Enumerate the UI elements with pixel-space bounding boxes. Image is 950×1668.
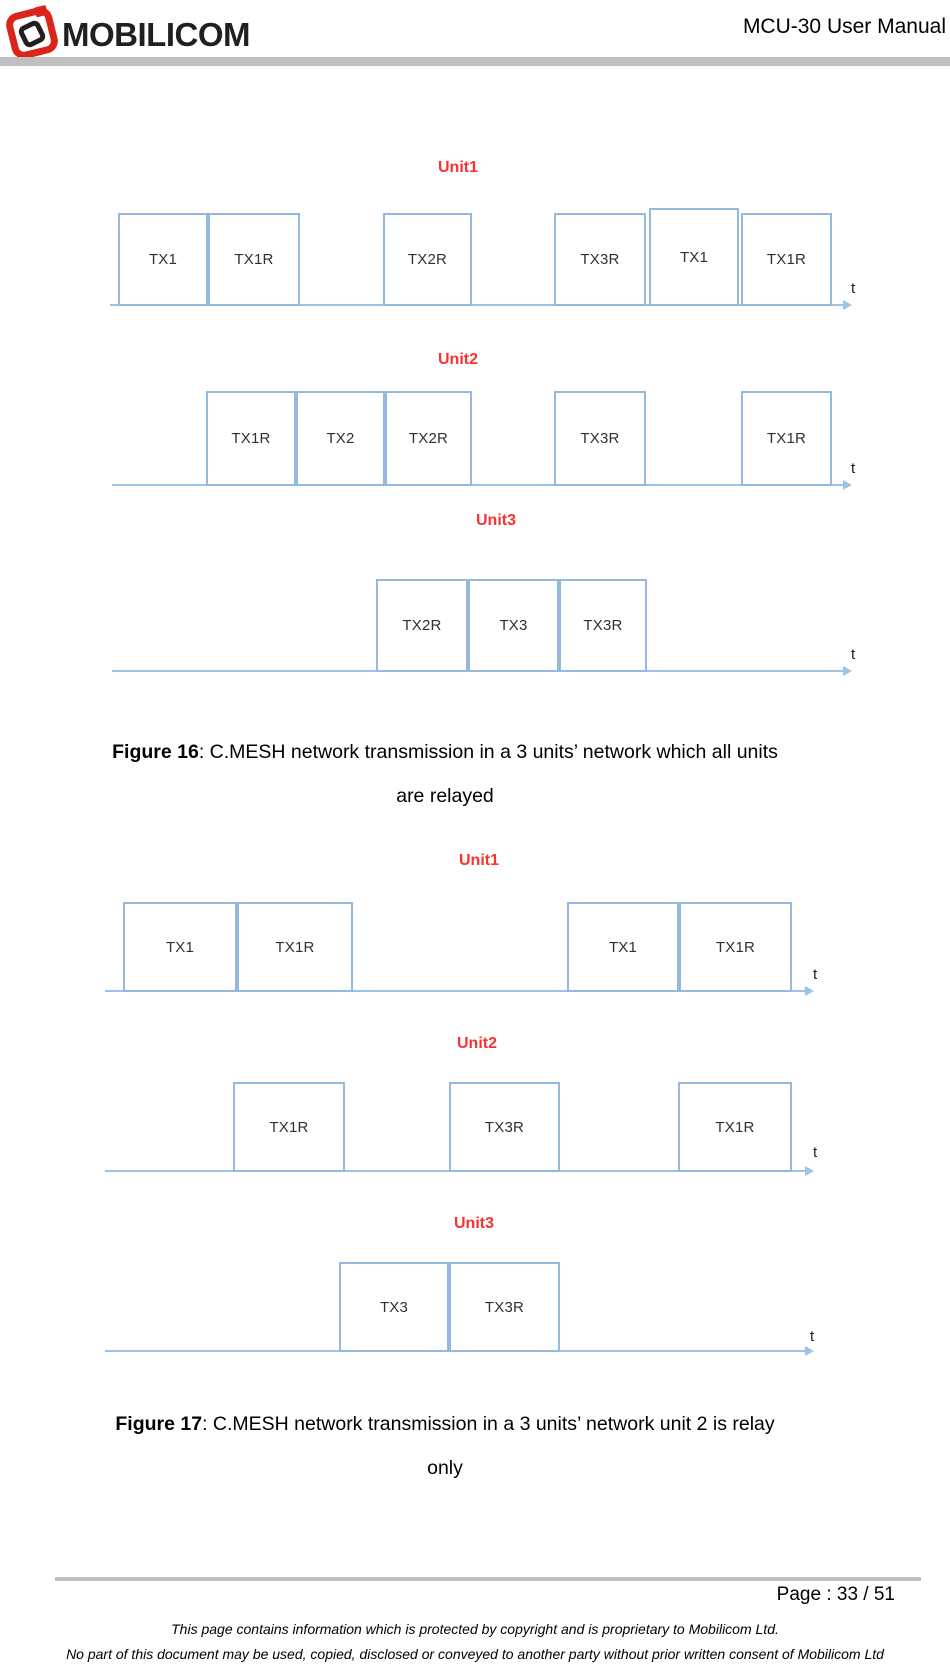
timeslot-box: TX1 [567,902,679,992]
timeslot-label: TX3R [580,430,620,447]
time-axis [110,304,846,306]
logo-mark-icon [6,5,58,59]
axis-arrow-icon [805,1346,814,1356]
timeslot-label: TX3R [484,1118,525,1136]
timeslot-box: TX1 [123,902,237,992]
timeslot-box: TX1R [741,213,832,306]
timeslot-box: TX1R [679,902,792,992]
timeslot-label: TX1R [766,430,807,447]
timeslot-box: TX3 [468,579,559,672]
figure17-caption-line2: only [427,1457,463,1479]
figure17-caption-number: Figure 17 [115,1413,203,1435]
timeslot-label: TX1R [766,251,807,268]
axis-arrow-icon [843,666,852,676]
time-axis [112,484,846,486]
timeslot-label: TX3 [499,617,528,634]
timeslot-box: TX3 [339,1262,449,1352]
figure17-caption-line1: Figure 17: C.MESH network transmission i… [0,1402,890,1446]
timeslot-box: TX2R [376,579,468,672]
header-divider-bar [0,57,950,66]
timeslot-box: TX1R [208,213,300,306]
timeslot-box: TX3R [554,213,646,306]
timeslot-label: TX3R [583,617,623,634]
timeslot-box: TX3R [559,579,647,672]
figure17-caption: Figure 17: C.MESH network transmission i… [0,1402,890,1490]
unit-label: Unit3 [454,1215,494,1232]
page-number: Page : 33 / 51 [776,1584,895,1605]
timeslot-label: TX3R [580,251,620,268]
figure17-caption-text: : C.MESH network transmission in a 3 uni… [202,1413,775,1435]
timeslot-box: TX1R [741,391,832,486]
timeslot-label: TX1 [148,251,178,268]
timeslot-label: TX1R [269,1118,309,1136]
timeslot-label: TX1R [715,1118,755,1136]
timeslot-label: TX1R [231,430,271,447]
timeslot-label: TX2R [402,617,442,634]
timeslot-box: TX2R [383,213,472,306]
timeslot-box: TX1R [678,1082,792,1172]
timeslot-box: TX2R [385,391,472,486]
unit-label: Unit2 [457,1035,497,1052]
logo-text: MOBILICOM [62,16,250,53]
t-axis-label: t [851,280,856,297]
t-axis-label: t [851,460,856,477]
unit-label: Unit3 [476,512,516,529]
axis-arrow-icon [805,986,814,996]
unit-label: Unit1 [459,852,499,869]
timeslot-box: TX1 [118,213,208,306]
axis-arrow-icon [843,300,852,310]
mobilicom-logo: MOBILICOM [6,5,250,59]
timeslot-box: TX1 [649,208,739,306]
timeslot-label: TX1R [234,251,274,268]
timeslot-label: TX3 [379,1298,409,1316]
timeslot-box: TX3R [449,1082,560,1172]
figure16-caption-line1: Figure 16: C.MESH network transmission i… [0,730,890,774]
timeslot-label: TX1R [715,938,756,956]
timeslot-label: TX1 [679,248,709,266]
timeslot-box: TX1R [206,391,296,486]
timeslot-label: TX3R [484,1298,525,1316]
figure16-caption-number: Figure 16 [112,741,199,763]
t-axis-label: t [851,646,856,663]
timeslot-label: TX2 [326,430,355,447]
axis-arrow-icon [805,1166,814,1176]
t-axis-label: t [810,1328,815,1345]
timeslot-label: TX2R [408,430,449,447]
timeslot-box: TX2 [296,391,385,486]
footer-copyright-line1: This page contains information which is … [171,1621,779,1637]
timeslot-box: TX3R [449,1262,560,1352]
figure16-caption: Figure 16: C.MESH network transmission i… [0,730,890,818]
time-axis [105,990,808,992]
t-axis-label: t [813,966,818,983]
footer-divider-bar [55,1577,921,1581]
timeslot-label: TX1 [165,938,195,956]
timeslot-box: TX1R [237,902,353,992]
axis-arrow-icon [843,480,852,490]
footer-copyright-line2: No part of this document may be used, co… [66,1646,884,1662]
unit-label: Unit1 [438,159,478,176]
document-title: MCU-30 User Manual [742,15,946,38]
timeslot-label: TX2R [407,251,448,268]
timeslot-label: TX1 [608,938,638,956]
t-axis-label: t [813,1144,818,1161]
timeslot-box: TX3R [554,391,646,486]
figure16-caption-line2: are relayed [396,785,494,807]
timeslot-label: TX1R [275,938,315,956]
unit-label: Unit2 [438,351,478,368]
timeslot-box: TX1R [233,1082,345,1172]
figure16-caption-text: : C.MESH network transmission in a 3 uni… [198,741,778,763]
